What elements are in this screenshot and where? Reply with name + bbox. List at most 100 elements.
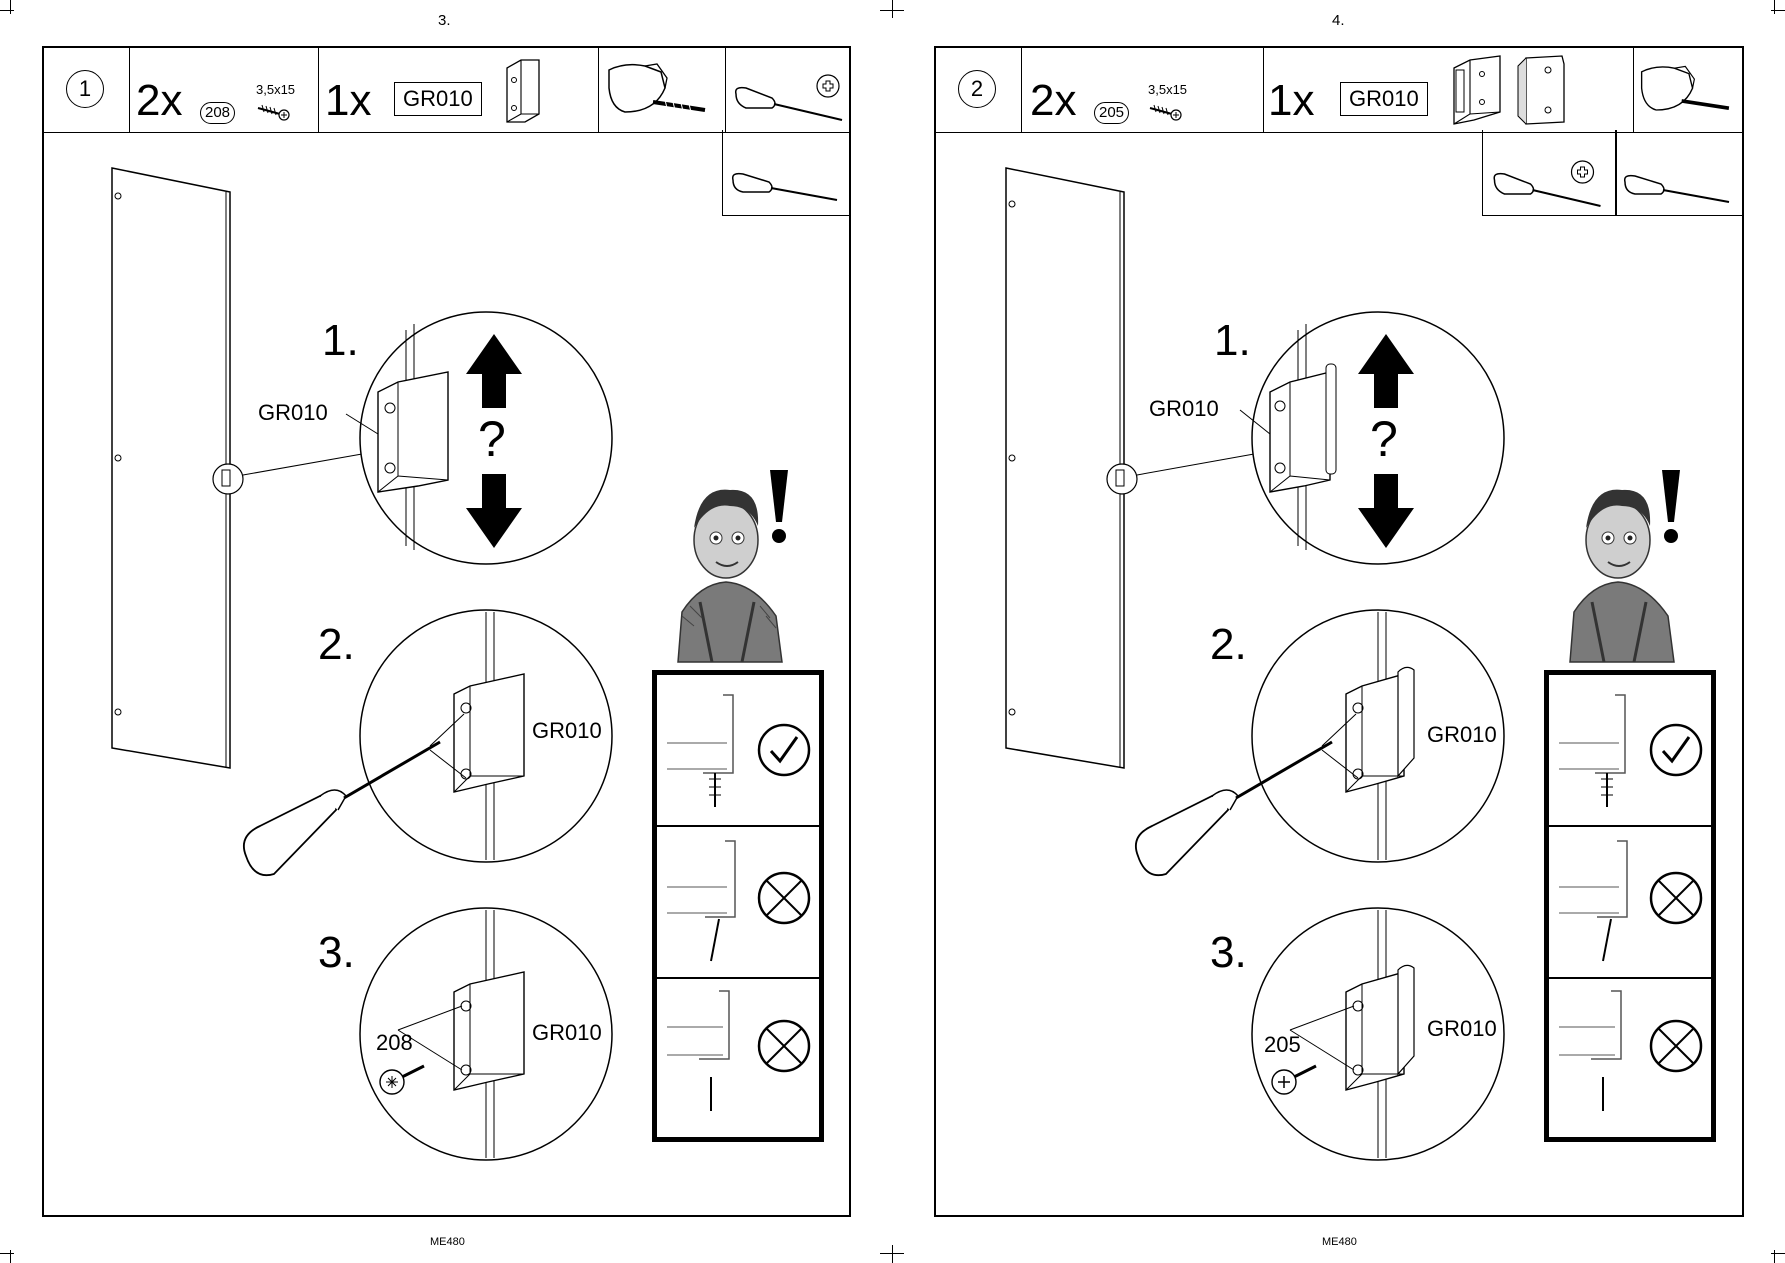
tool-cell-extra bbox=[722, 130, 851, 216]
guide-correct bbox=[1549, 675, 1711, 827]
detail-circle bbox=[359, 907, 613, 1161]
fixing-diagram bbox=[1559, 694, 1626, 807]
detail-circle bbox=[345, 311, 613, 565]
part-label: GR010 bbox=[258, 400, 328, 425]
flat-screwdriver-icon bbox=[242, 713, 467, 877]
fixing-diagram bbox=[667, 990, 730, 1111]
cross-icon bbox=[1649, 871, 1703, 925]
part-cell: 1x GR010 bbox=[1264, 48, 1634, 132]
part-cell: 1x GR010 bbox=[319, 48, 599, 132]
handle-part-icon bbox=[608, 63, 706, 113]
substep-number: 1. bbox=[1214, 316, 1251, 365]
exclamation-icon bbox=[1662, 470, 1680, 543]
crop-mark bbox=[1774, 1250, 1775, 1263]
fixing-diagram bbox=[1559, 840, 1628, 962]
up-arrow-icon bbox=[1358, 334, 1414, 408]
step-number-cell: 1 bbox=[44, 48, 130, 132]
crop-mark bbox=[1771, 10, 1785, 11]
guide-wrong bbox=[1549, 827, 1711, 979]
screw-size: 3,5x15 bbox=[1148, 82, 1188, 97]
crop-mark bbox=[0, 1253, 14, 1254]
guide-correct bbox=[657, 675, 819, 827]
parts-header bbox=[936, 48, 1742, 133]
crop-mark bbox=[0, 10, 14, 11]
screw-icon bbox=[1149, 104, 1182, 121]
screw-code: 205 bbox=[1094, 102, 1130, 124]
screw-size: 3,5x15 bbox=[256, 82, 296, 97]
crop-mark bbox=[880, 10, 904, 11]
cross-icon bbox=[1649, 1019, 1703, 1073]
substep-number: 3. bbox=[1210, 928, 1247, 977]
crop-mark bbox=[10, 1250, 11, 1263]
gr010-bracket-icon bbox=[506, 59, 540, 123]
step-frame: 2 2x 205 3,5x15 1x GR010 bbox=[934, 46, 1744, 1217]
handle-cell bbox=[599, 48, 726, 132]
tool-cell bbox=[726, 48, 851, 132]
check-icon bbox=[1649, 723, 1703, 777]
instruction-page: 3. ME480 1 2x 208 3,5x15 1x GR010 bbox=[0, 0, 892, 1263]
screw-cell: 2x 208 3,5x15 bbox=[130, 48, 319, 132]
screw-code: 208 bbox=[200, 102, 236, 124]
instruction-page: 4. ME480 2 2x 205 3,5x15 1x GR010 bbox=[892, 0, 1785, 1263]
part-label: GR010 bbox=[532, 1020, 602, 1045]
door-panel bbox=[111, 167, 363, 769]
part-label: GR010 bbox=[1427, 1016, 1497, 1041]
part-label: GR010 bbox=[1149, 396, 1219, 421]
crop-mark bbox=[10, 0, 11, 14]
flat-screwdriver-icon bbox=[731, 172, 838, 201]
check-icon bbox=[757, 723, 811, 777]
flat-screwdriver-icon bbox=[1623, 174, 1730, 203]
phillips-screwdriver-icon bbox=[1493, 160, 1601, 207]
question-mark: ? bbox=[1370, 411, 1398, 467]
part-code: GR010 bbox=[394, 82, 482, 116]
screw-label: 205 bbox=[1264, 1032, 1301, 1057]
tool-cell-extra bbox=[1482, 130, 1744, 216]
screw-icon bbox=[379, 1064, 425, 1095]
tool-divider bbox=[1615, 130, 1617, 216]
part-quantity: 1x bbox=[325, 76, 372, 125]
part-code: GR010 bbox=[1340, 82, 1428, 116]
fixing-guide-panel bbox=[652, 670, 824, 1142]
detail-circle bbox=[359, 609, 613, 863]
crop-mark bbox=[892, 1245, 893, 1263]
step-frame: 1 2x 208 3,5x15 1x GR010 bbox=[42, 46, 851, 1217]
down-arrow-icon bbox=[466, 474, 522, 548]
step-number: 2 bbox=[958, 70, 996, 108]
fixing-diagram bbox=[667, 840, 736, 962]
down-arrow-icon bbox=[1358, 474, 1414, 548]
guide-wrong bbox=[1549, 979, 1711, 1137]
detail-circle bbox=[1251, 609, 1505, 863]
part-label: GR010 bbox=[532, 718, 602, 743]
handle-cell bbox=[1634, 48, 1744, 132]
gr010-bracket-icon bbox=[1453, 55, 1501, 125]
flat-screwdriver-icon bbox=[1134, 713, 1359, 877]
screw-label: 208 bbox=[376, 1030, 413, 1055]
part-label: GR010 bbox=[1427, 722, 1497, 747]
detail-circle bbox=[1251, 907, 1505, 1161]
page-number: 4. bbox=[1332, 12, 1345, 29]
exclamation-icon bbox=[770, 470, 788, 543]
crop-mark bbox=[880, 1253, 904, 1254]
part-quantity: 1x bbox=[1268, 76, 1315, 125]
page-number: 3. bbox=[438, 12, 451, 29]
cross-icon bbox=[757, 1019, 811, 1073]
question-mark: ? bbox=[478, 411, 506, 467]
door-panel bbox=[1005, 167, 1255, 769]
substep-number: 1. bbox=[322, 316, 359, 365]
up-arrow-icon bbox=[466, 334, 522, 408]
crop-mark bbox=[892, 0, 893, 18]
fixing-diagram bbox=[667, 694, 734, 807]
worker-character-icon bbox=[1569, 489, 1675, 663]
fixing-diagram bbox=[1559, 990, 1622, 1111]
guide-wrong bbox=[657, 979, 819, 1137]
gr010-bracket-icon bbox=[1517, 55, 1565, 125]
screw-quantity: 2x bbox=[136, 76, 183, 125]
substep-number: 2. bbox=[1210, 620, 1247, 669]
crop-mark bbox=[1771, 1253, 1785, 1254]
screw-icon bbox=[257, 104, 290, 121]
screw-quantity: 2x bbox=[1030, 76, 1077, 125]
substep-number: 2. bbox=[318, 620, 355, 669]
screw-cell: 2x 205 3,5x15 bbox=[1022, 48, 1264, 132]
substep-number: 3. bbox=[318, 928, 355, 977]
worker-character-icon bbox=[677, 489, 783, 663]
